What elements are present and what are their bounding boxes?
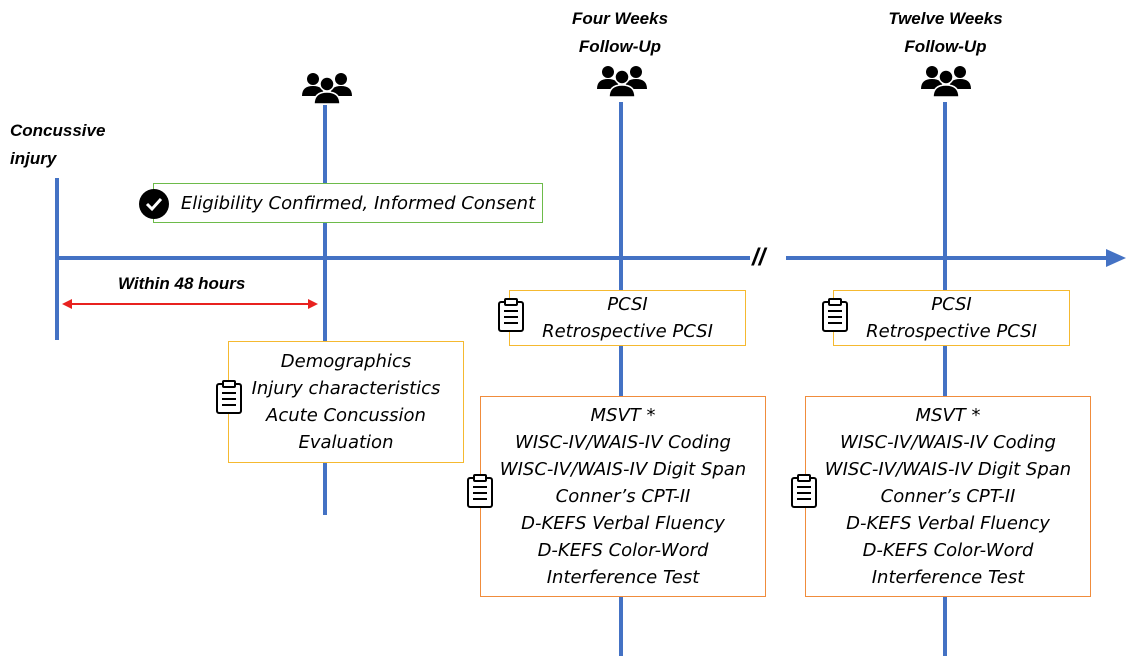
break-gap — [750, 248, 786, 270]
baseline-item: Injury characteristics — [251, 378, 441, 399]
clipboard-icon — [216, 380, 242, 414]
clipboard-icon — [498, 298, 524, 332]
test-item: WISC-IV/WAIS-IV Digit Span — [499, 459, 747, 480]
test-item: Interference Test — [546, 567, 700, 588]
test-item: MSVT * — [590, 405, 656, 426]
test-item: MSVT * — [915, 405, 981, 426]
baseline-item: Acute Concussion — [266, 405, 426, 426]
test-item: Conner’s CPT-II — [880, 486, 1016, 507]
baseline-item: Demographics — [280, 351, 412, 372]
baseline-box: Demographics Injury characteristics Acut… — [228, 341, 464, 463]
test-item: D-KEFS Color-Word — [862, 540, 1034, 561]
test-item: WISC-IV/WAIS-IV Digit Span — [824, 459, 1072, 480]
pcsi-item: Retrospective PCSI — [542, 321, 713, 342]
pcsi-item: PCSI — [931, 294, 972, 315]
pcsi-box-four-weeks: PCSI Retrospective PCSI — [509, 290, 746, 346]
test-item: WISC-IV/WAIS-IV Coding — [515, 432, 731, 453]
test-item: Interference Test — [871, 567, 1025, 588]
check-circle-icon — [139, 189, 169, 219]
tests-box-twelve-weeks: MSVT * WISC-IV/WAIS-IV Coding WISC-IV/WA… — [805, 396, 1091, 597]
pcsi-box-twelve-weeks: PCSI Retrospective PCSI — [833, 290, 1070, 346]
window-arrow-left-head — [62, 299, 72, 309]
test-item: D-KEFS Color-Word — [537, 540, 709, 561]
clipboard-icon — [467, 474, 493, 508]
test-item: D-KEFS Verbal Fluency — [846, 513, 1050, 534]
test-item: Conner’s CPT-II — [555, 486, 691, 507]
break-mark: // — [752, 244, 766, 271]
window-arrow-right-head — [308, 299, 318, 309]
consent-text: Eligibility Confirmed, Informed Consent — [180, 192, 536, 214]
clipboard-icon — [791, 474, 817, 508]
baseline-item: Evaluation — [298, 432, 394, 453]
pcsi-item: PCSI — [607, 294, 648, 315]
window-label: Within 48 hours — [118, 274, 246, 293]
test-item: WISC-IV/WAIS-IV Coding — [840, 432, 1056, 453]
injury-label: Concussive injury — [10, 121, 106, 168]
people-icon — [921, 66, 971, 97]
tests-box-four-weeks: MSVT * WISC-IV/WAIS-IV Coding WISC-IV/WA… — [480, 396, 766, 597]
timeline-arrowhead — [1106, 249, 1126, 267]
twelve-weeks-label: Twelve Weeks Follow-Up — [888, 9, 1003, 56]
people-icon — [597, 66, 647, 97]
people-icon — [302, 73, 352, 104]
pcsi-item: Retrospective PCSI — [866, 321, 1037, 342]
clipboard-icon — [822, 298, 848, 332]
test-item: D-KEFS Verbal Fluency — [521, 513, 725, 534]
four-weeks-label: Four Weeks Follow-Up — [571, 9, 669, 56]
consent-box: Eligibility Confirmed, Informed Consent — [153, 183, 543, 223]
